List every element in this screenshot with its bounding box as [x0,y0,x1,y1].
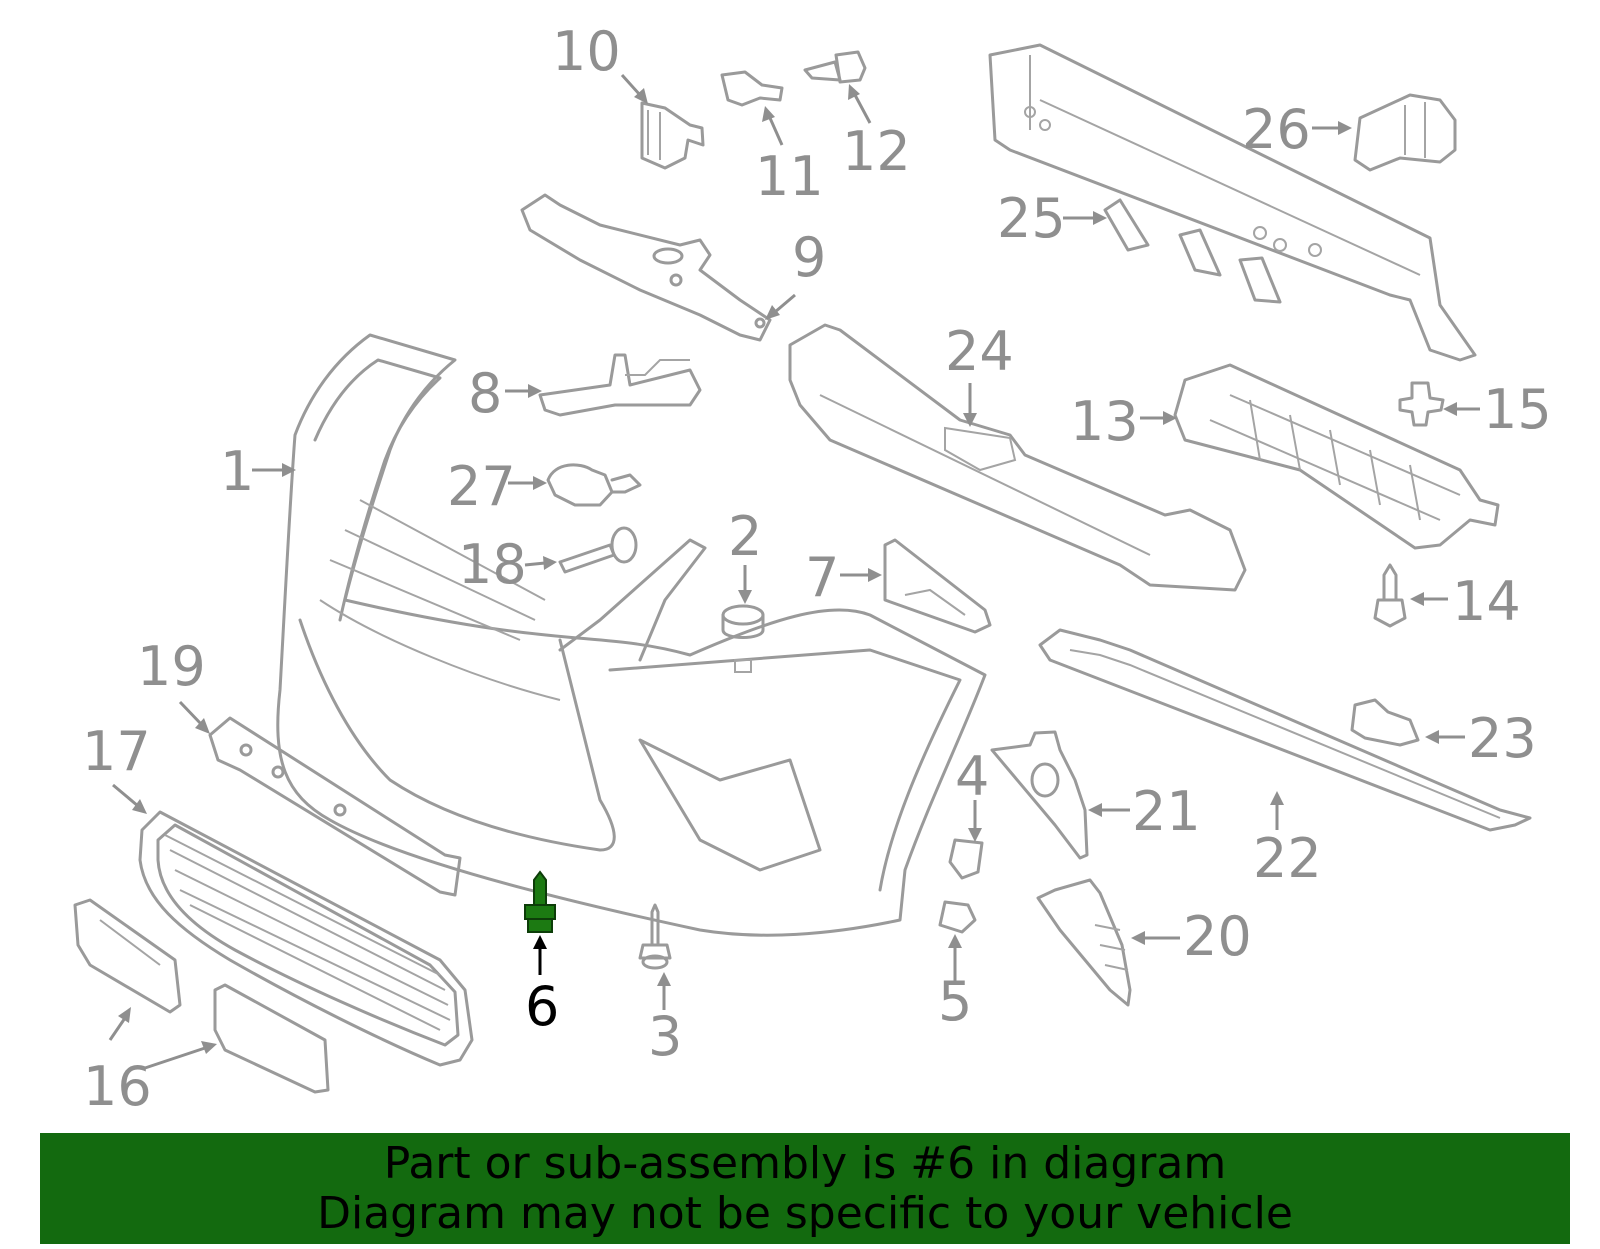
callout-20: 20 [1183,905,1252,968]
screw-12-part [803,50,867,84]
callout-12: 12 [842,120,911,183]
bracket-10-part [640,101,705,170]
callout-14: 14 [1452,570,1521,633]
callout-6: 6 [525,975,559,1038]
absorber-13-part [1173,363,1500,550]
sensor-27-part [546,463,642,507]
bolt-18-part [558,526,638,574]
bracket-23-part [1350,698,1420,747]
beam-25-part [988,43,1477,362]
callout-16: 16 [83,1055,152,1118]
banner-line-1: Part or sub-assembly is #6 in diagram [383,1138,1227,1189]
callout-22: 22 [1253,827,1322,890]
callout-19: 19 [137,635,206,698]
callout-3: 3 [648,1005,682,1068]
callout-26: 26 [1242,98,1311,161]
reinforcement-22-part [1038,628,1532,832]
callout-10: 10 [552,20,621,83]
callout-2: 2 [728,505,762,568]
bumper-cover-part [276,333,987,937]
garnish-20-part [1036,878,1132,1007]
parts-diagram: 1 2 3 4 5 6 7 8 9 10 11 12 13 14 15 16 1… [73,20,1552,1118]
energy-absorber-24-part [788,323,1247,592]
bracket-7-part [883,538,992,634]
callout-27: 27 [447,455,516,518]
callout-1: 1 [220,440,254,503]
callout-8: 8 [468,362,502,425]
clip-11-part [720,70,784,107]
callout-numbers: 1 2 3 4 5 6 7 8 9 10 11 12 13 14 15 16 1… [82,20,1552,1118]
info-banner: Part or sub-assembly is #6 in diagram Di… [40,1133,1570,1244]
callout-23: 23 [1468,707,1537,770]
clip-5-part [938,900,977,934]
callout-4: 4 [955,745,989,808]
callout-13: 13 [1070,390,1139,453]
leader-lines [108,73,1480,1070]
bolt-14-part [1373,563,1407,628]
clip-15-part [1398,381,1445,427]
banner-line-2: Diagram may not be specific to your vehi… [317,1188,1293,1239]
callout-7: 7 [805,546,839,609]
callout-9: 9 [792,226,826,289]
retainer-19-part [208,716,462,897]
callout-18: 18 [458,533,527,596]
grommet-part [721,604,765,639]
reinforcement-9-part [520,193,772,342]
lower-grille-17-part [138,810,474,1067]
garnish-21-part [990,730,1089,860]
bracket-8-part [538,353,702,417]
callout-24: 24 [945,320,1014,383]
bolt-6-part [524,870,556,933]
callout-5: 5 [938,970,972,1033]
bracket-26-part [1353,93,1457,172]
callout-21: 21 [1132,780,1201,843]
callout-11: 11 [755,145,824,208]
callout-25: 25 [997,187,1066,250]
callout-17: 17 [82,720,151,783]
clip-4-part [948,838,984,880]
callout-15: 15 [1483,378,1552,441]
bracket-16-part [73,898,330,1094]
screw-3-part [638,903,672,970]
